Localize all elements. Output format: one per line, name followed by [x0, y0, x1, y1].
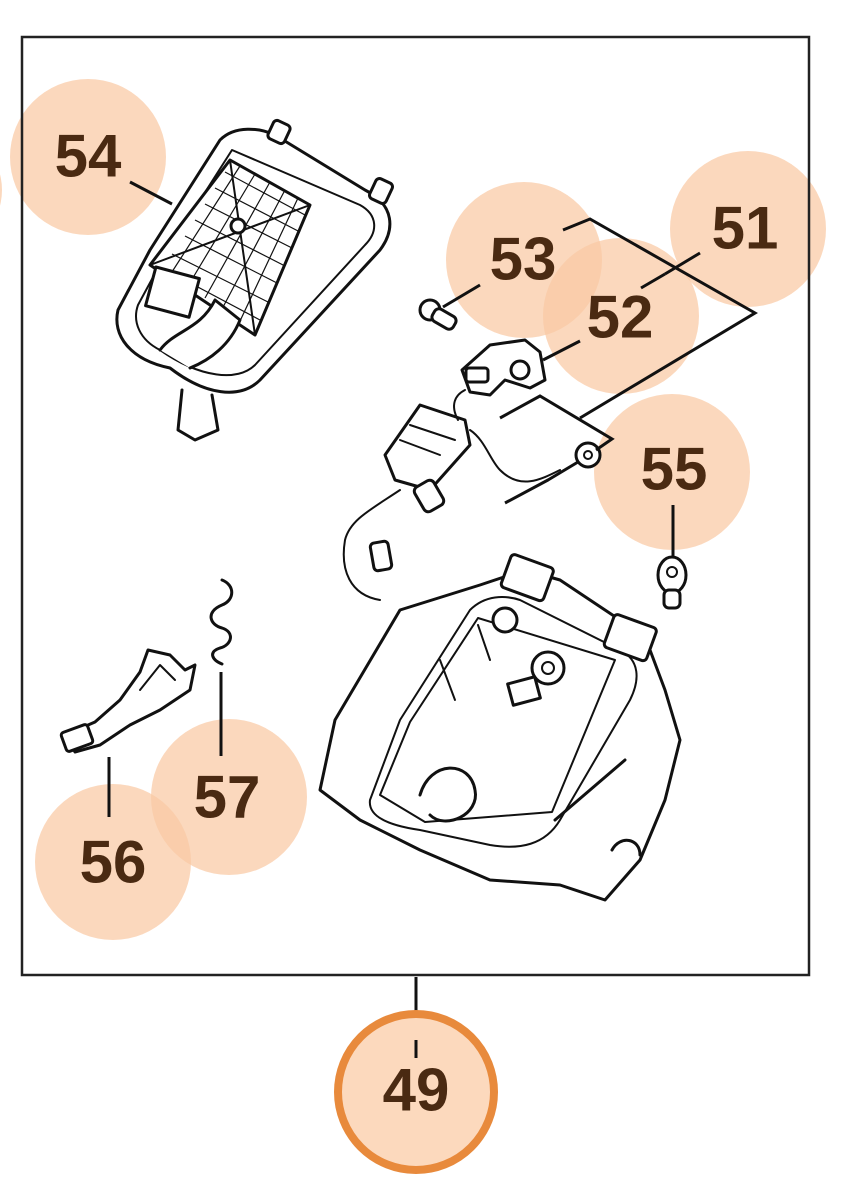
leader-bracket-55	[499, 394, 615, 452]
part-screw[interactable]	[418, 298, 458, 331]
callout-circle-51	[670, 151, 826, 307]
callout-circle-55	[594, 394, 750, 550]
callout-circle-54	[10, 79, 166, 235]
callout-label-51[interactable]: 51	[712, 195, 779, 262]
leader-54	[129, 180, 173, 206]
part-air-filter[interactable]	[115, 118, 394, 442]
assembly-callout-label: 49	[383, 1057, 450, 1124]
callout-label-52[interactable]: 52	[587, 284, 654, 351]
assembly-callout-circle	[334, 1010, 498, 1174]
leader-bracket-51	[562, 217, 758, 420]
part-ground-terminal[interactable]	[546, 441, 688, 610]
callout-circle-left-partial	[0, 174, 2, 206]
part-spring[interactable]	[209, 578, 234, 666]
callout-labels: 54 53 52 51 55 56 57	[55, 123, 779, 896]
callout-label-53[interactable]: 53	[490, 226, 557, 293]
leader-lines	[107, 180, 758, 1055]
part-throttle-lever[interactable]	[59, 648, 197, 754]
part-switch-assembly[interactable]	[342, 389, 561, 601]
part-switch-bracket[interactable]	[460, 338, 547, 397]
callout-label-56[interactable]: 56	[80, 829, 147, 896]
callout-label-54[interactable]: 54	[55, 123, 122, 190]
callout-label-57[interactable]: 57	[194, 764, 261, 831]
assembly-frame	[20, 35, 811, 977]
leader-51	[664, 251, 701, 276]
callout-label-55[interactable]: 55	[641, 436, 708, 503]
leader-52	[542, 339, 581, 362]
callout-circle-56	[35, 784, 191, 940]
part-housing[interactable]	[318, 553, 682, 902]
leader-53	[442, 283, 481, 309]
callout-circles	[0, 79, 826, 940]
assembly-callout-49[interactable]: 49	[334, 1010, 498, 1174]
callout-circle-57	[151, 719, 307, 875]
